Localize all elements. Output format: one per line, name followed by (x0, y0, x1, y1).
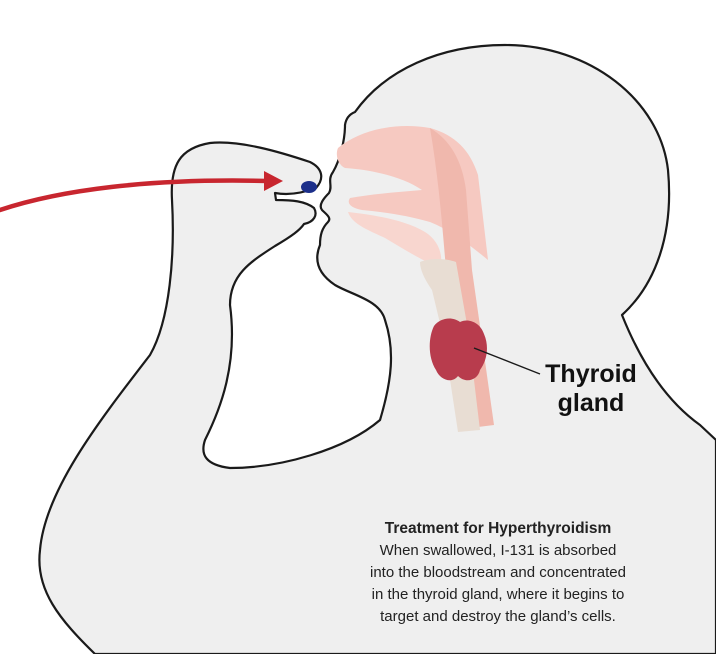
caption-body: When swallowed, I-131 is absorbed into t… (320, 540, 676, 628)
thyroid-label-line1: Thyroid (536, 360, 646, 389)
caption-line: When swallowed, I-131 is absorbed (320, 540, 676, 562)
caption-line: target and destroy the gland’s cells. (320, 606, 676, 628)
thyroid-label-line2: gland (536, 389, 646, 418)
caption-line: in the thyroid gland, where it begins to (320, 584, 676, 606)
caption-title: Treatment for Hyperthyroidism (320, 518, 676, 540)
caption-block: Treatment for Hyperthyroidism When swall… (320, 518, 676, 628)
caption-line: into the bloodstream and concentrated (320, 562, 676, 584)
thyroid-label: Thyroid gland (536, 360, 646, 418)
i131-pill (301, 181, 317, 193)
